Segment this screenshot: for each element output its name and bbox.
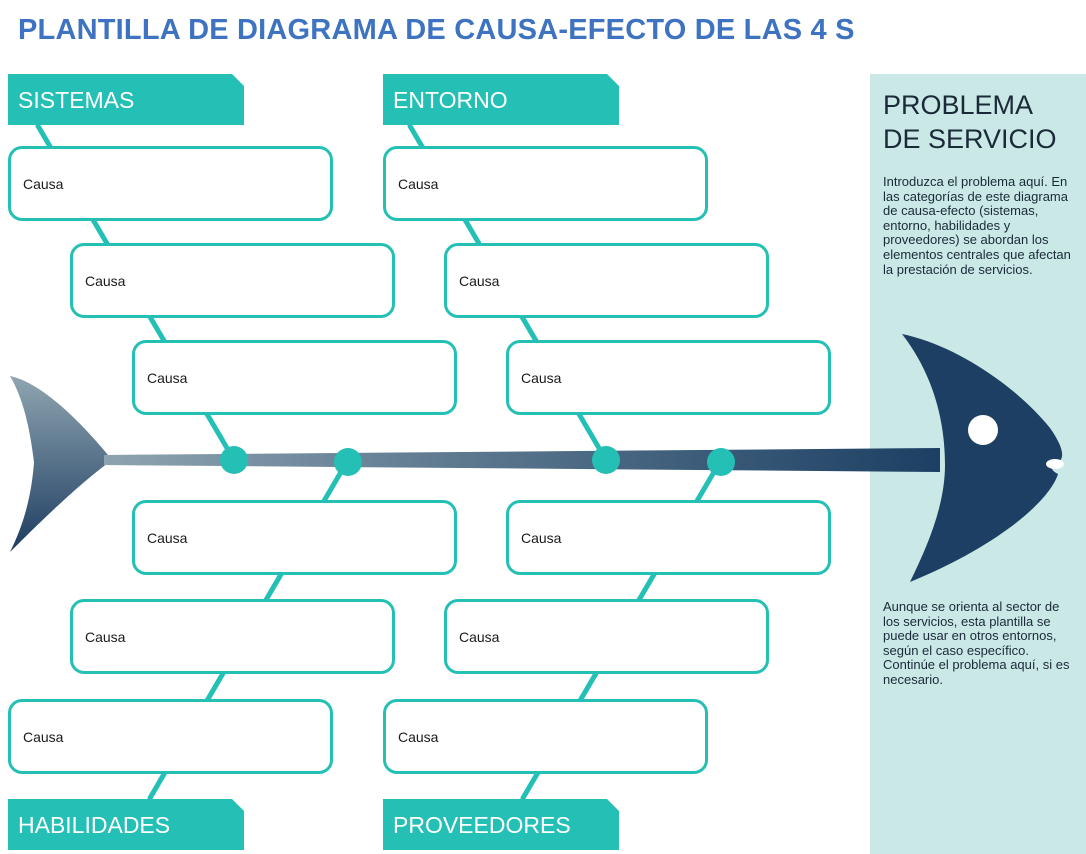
cause-box-habilidades-2[interactable]: Causa: [70, 599, 395, 674]
fish-mouth: [1046, 459, 1064, 469]
category-habilidades: HABILIDADES: [8, 799, 244, 850]
category-proveedores: PROVEEDORES: [383, 799, 619, 850]
cause-box-proveedores-3[interactable]: Causa: [383, 699, 708, 774]
problem-continuation-text[interactable]: Aunque se orienta al sector de los servi…: [883, 599, 1070, 687]
joint-sistemas: [220, 446, 248, 474]
cause-box-proveedores-2[interactable]: Causa: [444, 599, 769, 674]
cause-box-entorno-3[interactable]: Causa: [506, 340, 831, 415]
spine-joints: [220, 446, 735, 476]
problem-title: PROBLEMA DE SERVICIO: [883, 90, 1057, 154]
fish-head: [902, 334, 1063, 582]
cause-box-habilidades-1[interactable]: Causa: [132, 500, 457, 575]
cause-box-sistemas-3[interactable]: Causa: [132, 340, 457, 415]
joint-entorno: [592, 446, 620, 474]
cause-box-proveedores-1[interactable]: Causa: [506, 500, 831, 575]
cause-box-sistemas-2[interactable]: Causa: [70, 243, 395, 318]
page-title: PLANTILLA DE DIAGRAMA DE CAUSA-EFECTO DE…: [18, 14, 855, 46]
category-sistemas: SISTEMAS: [8, 74, 244, 125]
fish-tail: [10, 376, 112, 552]
cause-box-habilidades-3[interactable]: Causa: [8, 699, 333, 774]
joint-habilidades: [334, 448, 362, 476]
cause-box-entorno-2[interactable]: Causa: [444, 243, 769, 318]
fish-eye: [968, 415, 998, 445]
category-entorno: ENTORNO: [383, 74, 619, 125]
joint-proveedores: [707, 448, 735, 476]
problem-intro-text[interactable]: Introduzca el problema aquí. En las cate…: [883, 174, 1071, 277]
cause-box-entorno-1[interactable]: Causa: [383, 146, 708, 221]
cause-box-sistemas-1[interactable]: Causa: [8, 146, 333, 221]
